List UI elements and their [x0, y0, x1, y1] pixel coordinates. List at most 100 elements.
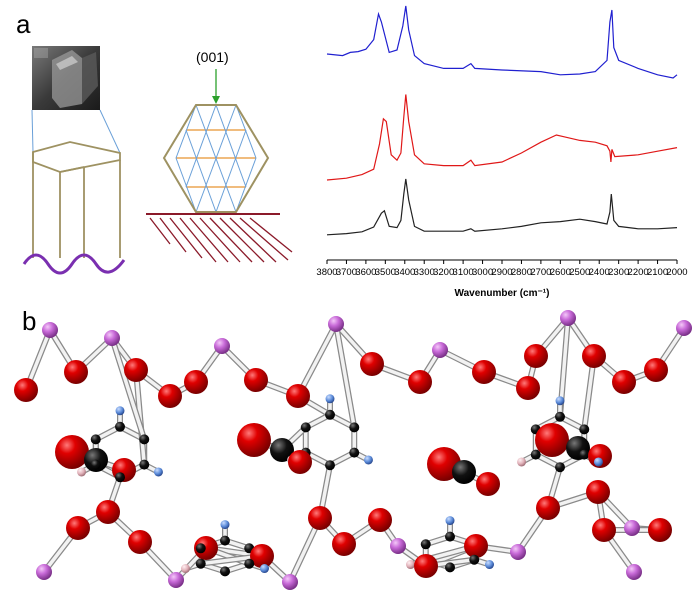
hydrogen-atom [325, 394, 335, 404]
oxygen-atom [368, 508, 392, 532]
hydrogen-atom [484, 560, 494, 570]
oxygen-atom [644, 358, 668, 382]
hydrogen-atom [406, 560, 416, 570]
hydrogen-atom [181, 564, 191, 574]
sem-image [32, 46, 100, 110]
oxygen-atom [66, 516, 90, 540]
carbon-atom [445, 531, 455, 542]
hex-crystal [162, 104, 270, 213]
x-tick-label: 2400 [589, 267, 610, 278]
molecular-structure [14, 310, 692, 590]
x-tick-label: 3800 [316, 267, 337, 278]
hydrogen-atom [115, 406, 125, 416]
ir-spectra-chart: 3800370036003500340033003200310030002900… [316, 5, 688, 299]
spectrum-line-2 [326, 94, 678, 181]
oxygen-atom [536, 496, 560, 520]
metal-atom [624, 520, 640, 536]
oxygen-atom [472, 360, 496, 384]
facet-annotation: (001) [196, 49, 229, 104]
oxygen-atom [516, 376, 540, 400]
panel-b-label: b [22, 306, 36, 336]
carbon-atom [115, 472, 125, 483]
crystal-base-wave [22, 253, 126, 275]
oxygen-atom [55, 435, 89, 469]
spectrum-line-3 [326, 178, 678, 236]
x-tick-label: 3000 [472, 267, 493, 278]
crystal-prism [32, 141, 121, 258]
oxygen-atom [648, 518, 672, 542]
carbon-atom [349, 447, 360, 458]
oxygen-atom [308, 506, 332, 530]
x-tick-label: 3100 [453, 267, 474, 278]
carbon-atom [530, 449, 541, 460]
carbon-atom [90, 459, 101, 470]
series-layer [326, 5, 678, 236]
carbon-atom [220, 535, 230, 546]
spectrum-line-1 [326, 5, 678, 79]
x-tick-label: 2800 [511, 267, 532, 278]
metal-atom [328, 316, 344, 332]
x-tick-label: 2200 [628, 267, 649, 278]
x-tick-label: 3700 [336, 267, 357, 278]
oxygen-atom [592, 518, 616, 542]
hydrogen-atom [555, 396, 565, 406]
carbon-atom [139, 434, 150, 445]
facet-label: (001) [196, 49, 229, 65]
oxygen-atom [14, 378, 38, 402]
oxygen-atom [237, 423, 271, 457]
carbon-atom [220, 566, 230, 577]
carbon-atom [195, 558, 206, 569]
hydrogen-atom [77, 467, 87, 477]
x-axis-title: Wavenumber (cm⁻¹) [455, 288, 550, 299]
x-tick-label: 2300 [608, 267, 629, 278]
tick-layer: 3800370036003500340033003200310030002900… [316, 260, 688, 278]
oxygen-atom [96, 500, 120, 524]
x-tick-label: 3500 [375, 267, 396, 278]
x-tick-label: 3200 [433, 267, 454, 278]
bond [110, 336, 146, 442]
hydrogen-atom [220, 520, 230, 530]
carbon-atom [90, 434, 101, 445]
carbon-atom [445, 562, 455, 573]
x-tick-label: 3400 [394, 267, 415, 278]
metal-atom [626, 564, 642, 580]
x-tick-label: 3300 [414, 267, 435, 278]
metal-atom [214, 338, 230, 354]
x-tick-label: 2000 [666, 267, 687, 278]
metal-atom [36, 564, 52, 580]
x-tick-label: 2700 [530, 267, 551, 278]
bond [296, 322, 338, 398]
carbon-atom [325, 460, 335, 471]
metal-atom [42, 322, 58, 338]
metal-atom [510, 544, 526, 560]
hydrogen-atom [153, 467, 163, 477]
carbon-atom [420, 539, 431, 550]
carbon-atom [579, 424, 590, 435]
oxygen-atom [244, 368, 268, 392]
x-tick-label: 2900 [491, 267, 512, 278]
metal-atom [432, 342, 448, 358]
carbon-atom [325, 409, 335, 420]
hydrogen-atom [363, 455, 373, 465]
oxygen-atom [582, 344, 606, 368]
oxygen-atom [360, 352, 384, 376]
carbon-atom [195, 543, 206, 554]
oxygen-atom [128, 530, 152, 554]
panel-a-label: a [16, 9, 31, 39]
x-tick-label: 3600 [355, 267, 376, 278]
hydrogen-atom [593, 457, 603, 467]
hydrogen-atom [445, 516, 455, 526]
oxygen-atom [250, 544, 274, 568]
oxygen-atom [158, 384, 182, 408]
x-tick-label: 2600 [550, 267, 571, 278]
metal-atom [168, 572, 184, 588]
oxygen-atom [408, 370, 432, 394]
oxygen-atom [524, 344, 548, 368]
bond [582, 354, 596, 432]
carbon-atom [300, 422, 311, 433]
x-tick-label: 2100 [647, 267, 668, 278]
carbon-atom [270, 438, 294, 462]
bond [334, 322, 356, 430]
metal-atom [390, 538, 406, 554]
